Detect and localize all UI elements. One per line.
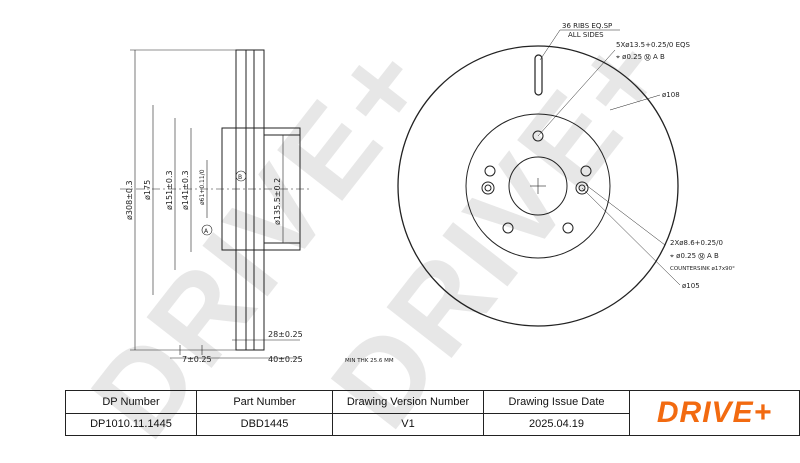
dim-141: ø141±0.3 <box>181 170 190 210</box>
front-view <box>397 29 681 327</box>
pilot-pcd-label: ø105 <box>682 282 700 290</box>
pilot-holes-tolerance: ⌖ ø0.25 Ⓜ A B <box>670 252 719 260</box>
dp-number: DP1010.11.1445 <box>65 412 197 436</box>
datum-b: B <box>238 174 242 181</box>
bolt-holes-note: 5Xø13.5+0.25/0 EQS <box>616 41 691 49</box>
header-version: Drawing Version Number <box>332 390 484 414</box>
header-issue-date: Drawing Issue Date <box>483 390 630 414</box>
dim-outer-diameter: ø308±0.3 <box>125 180 134 220</box>
dim-7: 7±0.25 <box>182 355 212 364</box>
ribs-note: 36 RIBS EQ.SP <box>562 22 612 30</box>
version: V1 <box>332 412 484 436</box>
technical-drawing: ø308±0.3 ø175 ø151±0.3 ø141±0.3 ø61+0.11… <box>120 22 735 364</box>
header-dp-number: DP Number <box>65 390 197 414</box>
dim-28: 28±0.25 <box>268 330 303 339</box>
datum-a: A <box>204 228 209 235</box>
side-view <box>120 49 310 359</box>
dim-center-bore: ø61+0.11/0 <box>199 169 206 205</box>
part-number: DBD1445 <box>196 412 333 436</box>
dim-135: ø135.5±0.2 <box>273 178 282 225</box>
dim-40: 40±0.25 <box>268 355 303 364</box>
header-part-number: Part Number <box>196 390 333 414</box>
ribs-note-sides: ALL SIDES <box>568 31 604 39</box>
min-thickness: MIN THK 25.6 MM <box>345 358 394 364</box>
dim-151: ø151±0.3 <box>165 170 174 210</box>
issue-date: 2025.04.19 <box>483 412 630 436</box>
bolt-holes-tolerance: ⌖ ø0.25 Ⓜ A B <box>616 53 665 61</box>
dim-175: ø175 <box>143 180 152 200</box>
title-block: DP Number Part Number Drawing Version Nu… <box>65 390 800 436</box>
logo: DRIVE+ <box>629 390 800 436</box>
pilot-holes-note: 2Xø8.6+0.25/0 <box>670 239 723 247</box>
countersink-note: COUNTERSINK ø17x90° <box>670 266 735 272</box>
pcd-label: ø108 <box>662 91 680 99</box>
